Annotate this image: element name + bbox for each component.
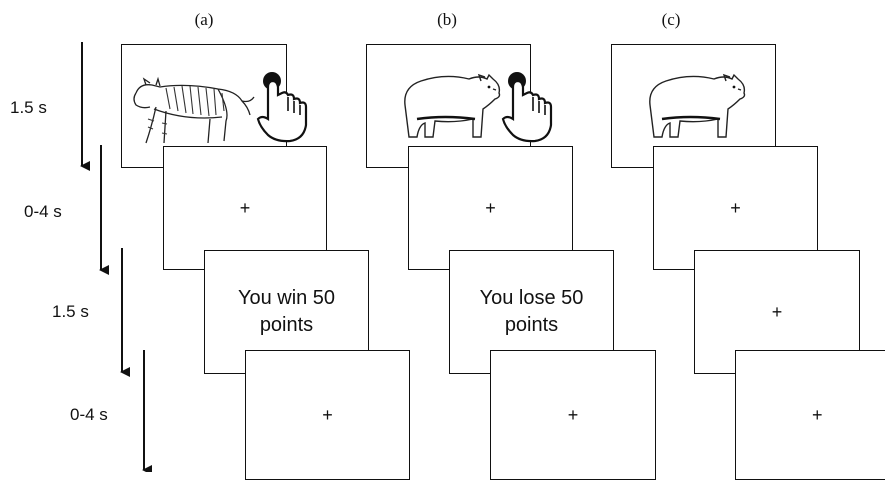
fixation-cross: + [730,197,741,218]
fixation-cross: + [322,404,333,425]
fixation-frame-b-1: + [408,146,573,270]
fixation-frame-a-1: + [163,146,327,270]
pointing-hand-icon [501,72,553,143]
timing-label-feedback: 1.5 s [52,302,89,321]
fixation-frame-c-3: + [735,350,885,480]
bear-icon [649,73,746,138]
panel-label-b: (b) [437,10,457,29]
fixation-cross: + [567,404,579,425]
fixation-cross: + [485,197,496,218]
feedback-text-lose: You lose 50 points [480,285,584,339]
feedback-line-2: points [259,314,314,336]
fixation-cross: + [771,301,783,322]
feedback-line-1: You win 50 [237,287,336,309]
feedback-text-win: You win 50 points [238,285,335,339]
bear-icon [404,73,501,138]
feedback-line-2: points [504,314,559,336]
fixation-frame-b-2: + [490,350,656,480]
timing-label-delay-1: 0-4 s [24,202,62,221]
pointing-hand-icon [256,72,308,143]
timing-label-stimulus: 1.5 s [10,98,47,117]
tiger-icon [133,76,255,144]
feedback-line-1: You lose 50 [479,287,584,309]
fixation-cross: + [239,197,251,218]
timing-label-delay-2: 0-4 s [70,405,108,424]
panel-label-a: (a) [194,10,214,29]
fixation-frame-a-2: + [245,350,410,480]
panel-label-c: (c) [661,10,681,29]
fixation-cross: + [812,404,823,425]
